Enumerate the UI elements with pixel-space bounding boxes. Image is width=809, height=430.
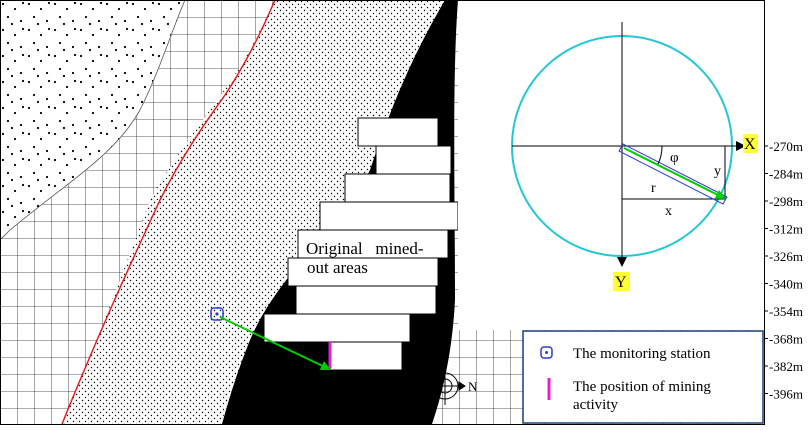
map-frame [0,0,765,425]
depth-label: -368m [769,332,803,347]
depth-scale: -270m -284m -298m -312m -326m -340m -354m -368m… [764,139,803,402]
depth-label: -312m [769,222,803,237]
legend-mining-activity-line2: activity [573,397,618,413]
y-label: y [714,164,721,179]
phi-angle-arc [657,145,663,165]
sparse-dot-layer [0,0,186,241]
depth-label: -298m [769,194,803,209]
station-to-activity-arrow [219,316,331,371]
mined-out-label-line2: out areas [307,258,368,277]
depth-label: -326m [769,249,803,264]
dense-dot-layer [62,0,445,424]
radius-arrow [623,147,726,199]
axis-x-label: X [744,136,756,153]
north-label: N [468,379,478,394]
polar-coordinate-diagram: φ r x y X Y [511,22,758,291]
phi-label: φ [670,150,679,166]
fault-line [61,0,276,424]
station-marker-icon [540,346,553,359]
axis-x-highlight [743,134,758,153]
mined-out-blocks [263,117,459,371]
axis-y-label: Y [615,274,627,291]
depth-label: -284m [769,167,803,182]
monitoring-station-marker [210,307,224,321]
legend: The monitoring station The position of m… [522,330,764,424]
radius-bar [618,143,728,205]
depth-label: -354m [769,304,803,319]
depth-label: -382m [769,359,803,374]
axis-y-highlight [613,272,630,291]
geological-map: Original mined- out areas N [0,0,764,424]
depth-label: -396m [769,387,803,402]
mined-out-label-line1: Original mined- [306,239,424,258]
legend-monitoring-station: The monitoring station [573,346,711,362]
legend-box [522,330,764,424]
x-label: x [665,204,672,219]
depth-label: -340m [769,277,803,292]
compass-north-icon [425,367,466,405]
depth-label: -270m [769,139,803,154]
coordinate-panel [458,0,764,330]
r-label: r [651,181,656,196]
legend-mining-activity-line1: The position of mining [573,379,711,395]
